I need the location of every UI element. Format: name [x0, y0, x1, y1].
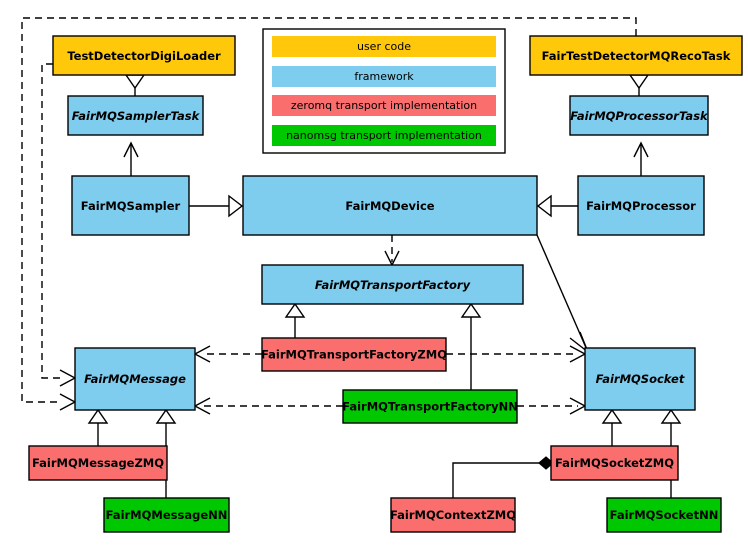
arrowhead-sampler-to-samplertask [123, 141, 139, 158]
node-box[interactable] [103, 497, 230, 533]
node-label: FairMQTransportFactory [315, 278, 471, 292]
arrowhead-tfnn-to-transportfactory [460, 302, 482, 318]
legend: user code framework zeromq transport imp… [262, 28, 506, 154]
node-FairMQSamplerTask[interactable]: FairMQSamplerTask [67, 95, 204, 136]
arrowhead-samplertask-to-digiloader [124, 74, 146, 90]
node-FairMQTransportFactoryNN[interactable]: FairMQTransportFactoryNN [342, 389, 518, 424]
legend-label: zeromq transport implementation [291, 99, 477, 112]
legend-item-nanomsg: nanomsg transport implementation [272, 125, 496, 146]
edge-recotask-to-message [21, 17, 637, 403]
arrowhead-digiloader-to-message [59, 369, 77, 387]
legend-swatch [272, 66, 496, 87]
node-label: FairMQMessageZMQ [32, 456, 164, 470]
node-label: FairMQSocket [596, 372, 685, 386]
node-box[interactable] [390, 497, 516, 533]
node-box[interactable] [28, 445, 168, 481]
node-label: FairMQContextZMQ [390, 508, 516, 522]
legend-swatch [272, 36, 496, 57]
node-layer: TestDetectorDigiLoader FairTestDetectorM… [28, 35, 743, 533]
node-label: FairMQMessageNN [106, 508, 228, 522]
node-label: FairMQTransportFactoryNN [342, 400, 518, 414]
node-FairMQMessage[interactable]: FairMQMessage [74, 347, 196, 411]
edge-digiloader-to-message [41, 63, 62, 379]
node-FairMQMessageZMQ[interactable]: FairMQMessageZMQ [28, 445, 168, 481]
legend-label: framework [354, 70, 414, 83]
node-label: FairMQProcessor [586, 199, 696, 213]
node-box[interactable] [550, 445, 679, 481]
edge-layer [21, 17, 682, 498]
legend-item-user-code: user code [272, 36, 496, 57]
node-FairMQMessageNN[interactable]: FairMQMessageNN [103, 497, 230, 533]
node-label: FairMQMessage [84, 372, 186, 386]
node-label: FairMQTransportFactoryZMQ [261, 348, 447, 362]
node-FairTestDetectorMQRecoTask[interactable]: FairTestDetectorMQRecoTask [529, 35, 743, 76]
arrowhead-processor-to-device [536, 194, 552, 218]
node-TestDetectorDigiLoader[interactable]: TestDetectorDigiLoader [52, 35, 236, 76]
node-label: FairMQDevice [345, 199, 434, 213]
legend-item-zeromq: zeromq transport implementation [272, 95, 496, 116]
node-FairMQSocketZMQ[interactable]: FairMQSocketZMQ [550, 445, 679, 481]
node-FairMQSocket[interactable]: FairMQSocket [584, 347, 696, 411]
edge-device-to-socket [536, 234, 588, 351]
node-box[interactable] [529, 35, 743, 76]
node-FairMQSampler[interactable]: FairMQSampler [71, 175, 190, 236]
node-box[interactable] [71, 175, 190, 236]
node-box[interactable] [67, 95, 204, 136]
arrowhead-messagezmq-to-message [87, 408, 109, 424]
node-box[interactable] [261, 337, 447, 372]
node-FairMQProcessor[interactable]: FairMQProcessor [577, 175, 705, 236]
node-box[interactable] [74, 347, 196, 411]
arrowhead-socketnn-to-socket [660, 408, 682, 424]
node-label: FairMQProcessorTask [570, 109, 709, 123]
node-label: FairMQSocketNN [610, 508, 719, 522]
node-FairMQDevice[interactable]: FairMQDevice [242, 175, 538, 236]
node-label: FairMQSamplerTask [72, 109, 201, 123]
node-box[interactable] [52, 35, 236, 76]
arrowhead-recotask-to-message [59, 393, 77, 411]
edge-contextzmq-to-socketzmq [452, 462, 539, 498]
legend-label: nanomsg transport implementation [286, 129, 482, 142]
arrowhead-tfzmq-to-transportfactory [284, 302, 306, 318]
node-label: FairMQSocketZMQ [555, 456, 674, 470]
node-box[interactable] [261, 264, 524, 305]
arrowhead-sampler-to-device [228, 194, 244, 218]
arrowhead-socketzmq-to-socket [601, 408, 623, 424]
node-FairMQContextZMQ[interactable]: FairMQContextZMQ [390, 497, 516, 533]
arrowhead-messagenn-to-message [155, 408, 177, 424]
node-box[interactable] [342, 389, 518, 424]
arrowhead-processortask-to-recotask [628, 74, 650, 90]
legend-item-framework: framework [272, 66, 496, 87]
node-FairMQProcessorTask[interactable]: FairMQProcessorTask [569, 95, 709, 136]
arrowhead-processor-to-processortask [633, 141, 649, 158]
node-label: FairTestDetectorMQRecoTask [542, 49, 731, 63]
legend-label: user code [357, 40, 411, 53]
node-FairMQTransportFactoryZMQ[interactable]: FairMQTransportFactoryZMQ [261, 337, 447, 372]
node-box[interactable] [242, 175, 538, 236]
legend-swatch [272, 125, 496, 146]
node-box[interactable] [569, 95, 709, 136]
node-box[interactable] [584, 347, 696, 411]
node-box[interactable] [577, 175, 705, 236]
legend-swatch [272, 95, 496, 116]
node-FairMQTransportFactory[interactable]: FairMQTransportFactory [261, 264, 524, 305]
node-label: TestDetectorDigiLoader [67, 49, 221, 63]
node-label: FairMQSampler [81, 199, 181, 213]
node-FairMQSocketNN[interactable]: FairMQSocketNN [606, 497, 722, 533]
node-box[interactable] [606, 497, 722, 533]
